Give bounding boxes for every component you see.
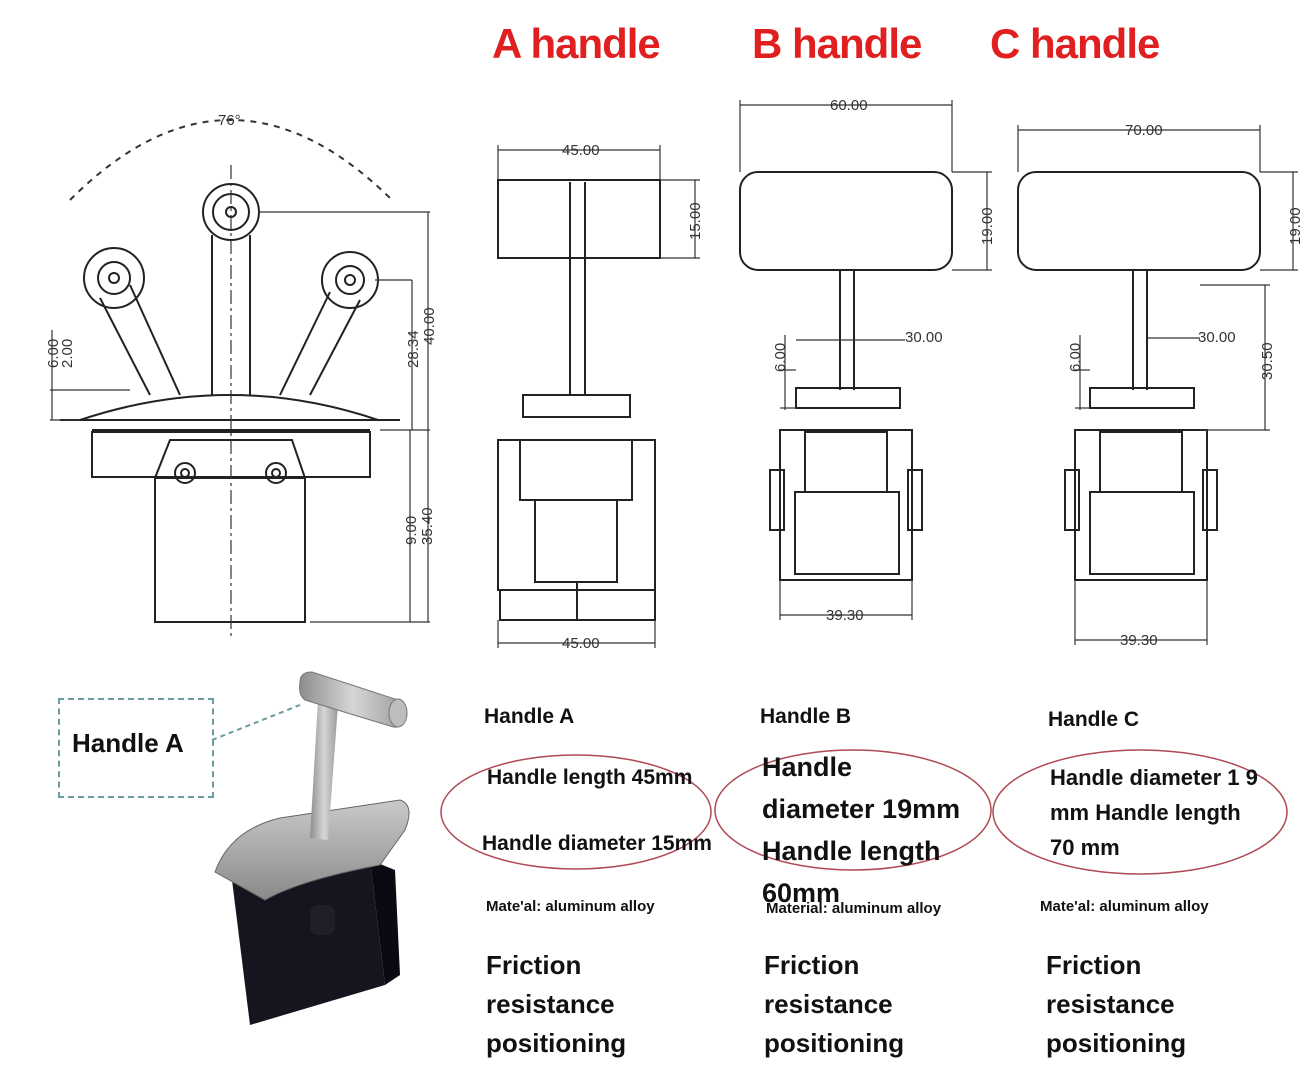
- dim-c-base-h: 6.00: [1067, 343, 1084, 372]
- dim-main-35: 35.40: [419, 507, 436, 545]
- spec-a-heading: Handle A: [484, 705, 575, 728]
- dim-a-bottom: 45.00: [562, 635, 600, 652]
- dim-main-6: 6.00: [45, 339, 62, 368]
- dim-c-base: 30.00: [1198, 329, 1236, 346]
- dim-b-height: 19.00: [979, 207, 996, 245]
- highlight-oval-c: [992, 749, 1288, 875]
- spec-a-material: Mate'al: aluminum alloy: [486, 898, 655, 915]
- dim-c-top: 70.00: [1125, 122, 1163, 139]
- main-drawing: 76°: [45, 112, 438, 640]
- dim-main-9: 9.00: [403, 516, 420, 545]
- spec-b-dims: Handle diameter 19mm Handle length 60mm: [762, 752, 961, 908]
- spec-c-dims: Handle diameter 1 9 mm Handle length 70 …: [1050, 765, 1258, 861]
- dim-main-40: 40.00: [421, 307, 438, 345]
- dim-b-bottom: 39.30: [826, 607, 864, 624]
- callout-box: [58, 698, 214, 798]
- spec-c-material: Mate'al: aluminum alloy: [1040, 898, 1209, 915]
- dim-c-shaft: 30.50: [1259, 342, 1276, 380]
- dim-a-top: 45.00: [562, 142, 600, 159]
- title-a-handle: A handle: [492, 20, 661, 67]
- dim-main-2: 2.00: [59, 339, 76, 368]
- spec-c-heading: Handle C: [1048, 708, 1140, 731]
- dim-main-28: 28.34: [405, 330, 422, 368]
- drawing-b: 60.00 19.00 30.00 6.00 39.30: [739, 97, 996, 624]
- spec-a-length: Handle length 45mm: [487, 766, 693, 789]
- spec-a-friction: Friction resistance positioning: [486, 950, 627, 1058]
- angle-label: 76°: [218, 112, 241, 129]
- dim-b-top: 60.00: [830, 97, 868, 114]
- dim-a-height: 15.00: [687, 202, 704, 240]
- spec-a-diameter: Handle diameter 15mm: [482, 832, 712, 855]
- drawing-c: 70.00 19.00 30.00 6.00 30.50 39.30: [1017, 122, 1304, 649]
- dim-c-bottom: 39.30: [1120, 632, 1158, 649]
- dim-c-height: 19.00: [1287, 207, 1304, 245]
- spec-b-material: Material: aluminum alloy: [766, 900, 942, 917]
- product-photo: [211, 671, 410, 1025]
- highlight-oval-b: [714, 749, 992, 871]
- spec-c-friction: Friction resistance positioning: [1046, 950, 1187, 1058]
- title-c-handle: C handle: [990, 20, 1160, 67]
- drawing-a: 45.00 15.00 45.00: [497, 142, 704, 652]
- dim-b-base: 30.00: [905, 329, 943, 346]
- dim-b-base-h: 6.00: [772, 343, 789, 372]
- highlight-oval-a: [440, 754, 712, 870]
- spec-b-friction: Friction resistance positioning: [764, 950, 905, 1058]
- callout-label: Handle A: [72, 728, 184, 758]
- title-b-handle: B handle: [752, 20, 922, 67]
- spec-b-heading: Handle B: [760, 705, 852, 728]
